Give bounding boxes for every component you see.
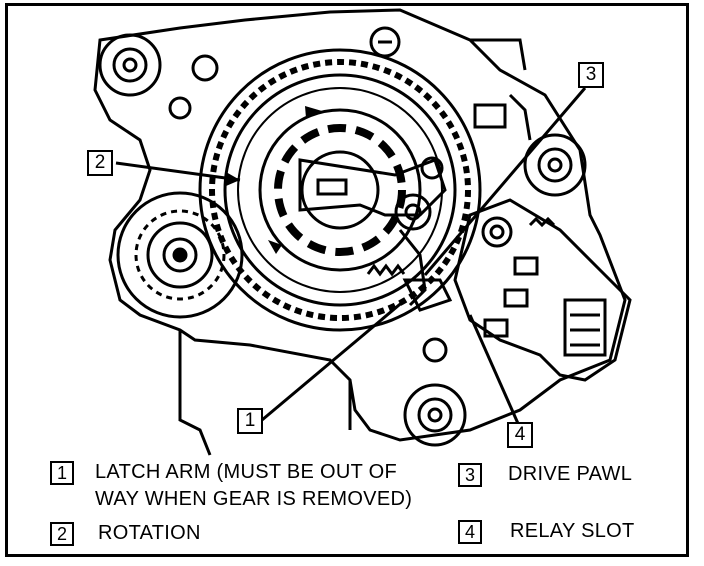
figure-frame — [5, 3, 689, 557]
leader-lines — [115, 87, 587, 429]
legend-1-line-2: WAY WHEN GEAR IS REMOVED) — [95, 488, 413, 510]
leader-arrowheads — [226, 172, 240, 186]
callout-1: 1 — [237, 408, 263, 434]
housing — [93, 8, 627, 456]
legend-4-number: 4 — [458, 520, 482, 544]
legend-2-number: 2 — [50, 522, 74, 546]
pinion-gear — [116, 191, 244, 319]
callout-2: 2 — [87, 150, 113, 176]
legend-1-line-1: LATCH ARM (MUST BE OUT OF — [95, 461, 397, 483]
legend-3-line-1: DRIVE PAWL — [508, 463, 633, 485]
callout-3: 3 — [578, 62, 604, 88]
legend-2-line-1: ROTATION — [98, 522, 201, 544]
legend-3-number: 3 — [458, 463, 482, 487]
output-gear — [198, 48, 482, 332]
rotation-arrows — [268, 106, 322, 254]
drive-pawl-spring — [366, 263, 453, 312]
latch-arm — [298, 156, 447, 307]
mounting-bosses — [98, 26, 587, 447]
legend-4-line-1: RELAY SLOT — [510, 520, 635, 542]
legend-1-number: 1 — [50, 461, 74, 485]
callout-4: 4 — [507, 422, 533, 448]
relay-board — [453, 198, 632, 382]
